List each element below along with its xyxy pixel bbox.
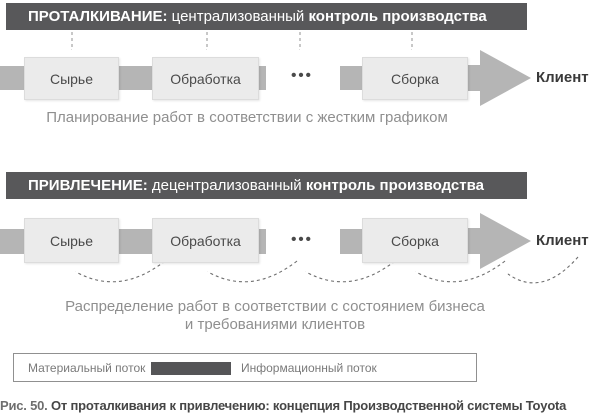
pull-header-tail: контроль производства xyxy=(305,177,484,194)
push-header-bar: ПРОТАЛКИВАНИЕ: централизованный контроль… xyxy=(6,3,527,30)
material-flow-band xyxy=(0,66,26,90)
material-flow-band xyxy=(340,66,364,90)
push-client-label: Клиент xyxy=(536,69,589,86)
material-flow-band xyxy=(116,229,156,254)
legend-material-flow-bar-icon xyxy=(151,362,231,375)
push-caption: Планирование работ в соответствии с жест… xyxy=(46,109,448,126)
material-flow-band xyxy=(116,66,156,90)
pull-stage-assembly: Сборка xyxy=(362,218,468,263)
ellipsis-stages: ••• xyxy=(291,231,313,248)
push-header-label: ПРОТАЛКИВАНИЕ: xyxy=(28,8,168,25)
push-stage-assembly: Сборка xyxy=(362,57,468,100)
central-control-down-arrow-icon xyxy=(72,32,413,49)
stage-label: Обработка xyxy=(170,70,241,87)
legend-material-label: Материальный поток xyxy=(28,361,146,375)
legend-box: Материальный поток Информационный поток xyxy=(13,353,477,382)
pull-caption-line2: и требованиями клиентов xyxy=(184,316,366,333)
pull-caption-line1: Распределение работ в соответствии с сос… xyxy=(65,298,485,315)
pull-header-mid: децентрализованный xyxy=(147,177,306,194)
pull-header-label: ПРИВЛЕЧЕНИЕ: xyxy=(28,177,148,194)
figure-title: От проталкивания к привлечению: концепци… xyxy=(47,398,567,413)
stage-label: Обработка xyxy=(170,232,241,249)
figure-number: Рис. 50. xyxy=(0,398,48,413)
ellipsis-stages: ••• xyxy=(291,67,313,84)
push-stage-raw-materials: Сырье xyxy=(24,57,119,100)
pull-header-bar: ПРИВЛЕЧЕНИЕ: децентрализованный контроль… xyxy=(6,172,527,199)
material-flow-band xyxy=(0,229,26,254)
stage-label: Сборка xyxy=(391,70,439,87)
push-stage-processing: Обработка xyxy=(152,57,259,100)
legend-information-label: Информационный поток xyxy=(241,361,377,375)
stage-label: Сборка xyxy=(391,232,439,249)
stage-label: Сырье xyxy=(49,232,94,249)
push-header-tail: контроль производства xyxy=(308,8,487,25)
pull-client-label: Клиент xyxy=(536,232,589,249)
pull-stage-raw-materials: Сырье xyxy=(24,218,119,263)
pull-stage-processing: Обработка xyxy=(152,218,259,263)
client-flow-arrow-icon xyxy=(466,213,531,269)
stage-label: Сырье xyxy=(49,70,94,87)
material-flow-band xyxy=(340,229,364,254)
push-header-mid: централизованный xyxy=(167,8,309,25)
client-flow-arrow-icon xyxy=(466,50,531,106)
figure-caption: Рис. 50. От проталкивания к привлечению:… xyxy=(0,398,600,413)
